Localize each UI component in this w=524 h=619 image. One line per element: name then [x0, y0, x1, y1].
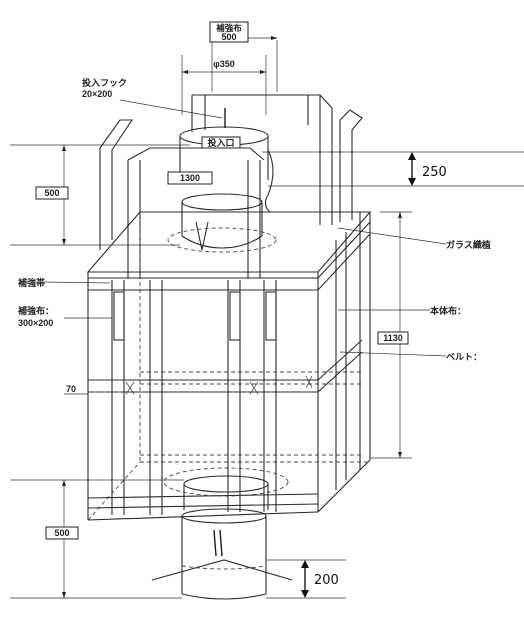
- top-dimension-lines: [181, 36, 278, 115]
- vertical-belts: [111, 232, 347, 515]
- body-cloth-label: 本体布：: [430, 305, 466, 317]
- gap-250-value: 250: [422, 165, 447, 180]
- reinforce-cloth-top-label: 補強布: [215, 23, 242, 34]
- top-lifting-loops: [99, 94, 363, 278]
- glass-fiber-label: ガラス織植: [446, 239, 491, 251]
- main-body: [86, 211, 372, 521]
- bottom-discharge: [151, 467, 293, 600]
- reinforce-cloth-top-box: [209, 21, 249, 43]
- bottom-height-box: [45, 526, 79, 540]
- diameter-label: φ350: [213, 59, 234, 69]
- spout-200-value: 200: [314, 573, 339, 588]
- reinforce-cloth-top-size: 500: [221, 32, 236, 42]
- reinforce-cloth-side-size: 300×200: [18, 318, 53, 328]
- top-belt-height-value: 500: [44, 188, 59, 198]
- belt-label: ベルト：: [446, 352, 482, 363]
- horizontal-bands: [87, 221, 371, 509]
- inlet-label: 投入口: [207, 137, 234, 149]
- leader-lines: [43, 99, 447, 357]
- body-height-value: 1130: [383, 333, 403, 343]
- top-belt-height-box: [35, 186, 69, 200]
- inlet-label-box: [201, 136, 241, 149]
- belt-spacing-value: 70: [66, 384, 76, 394]
- inlet-hook-label: 投入フック: [82, 77, 127, 89]
- belt-width-value: 1300: [180, 173, 200, 183]
- right-dimension-lines: [262, 151, 524, 599]
- belt-width-box: [167, 171, 213, 185]
- reinforce-cloth-side-label: 補強布：: [17, 305, 54, 317]
- body-height-box: [377, 331, 409, 345]
- inlet-hook-size: 20×200: [82, 89, 112, 99]
- inner-funnel: [167, 193, 277, 253]
- inlet-top-cylinder: [179, 108, 274, 213]
- bottom-height-value: 500: [54, 528, 69, 538]
- reinforce-band-label: 補強帯: [17, 277, 45, 289]
